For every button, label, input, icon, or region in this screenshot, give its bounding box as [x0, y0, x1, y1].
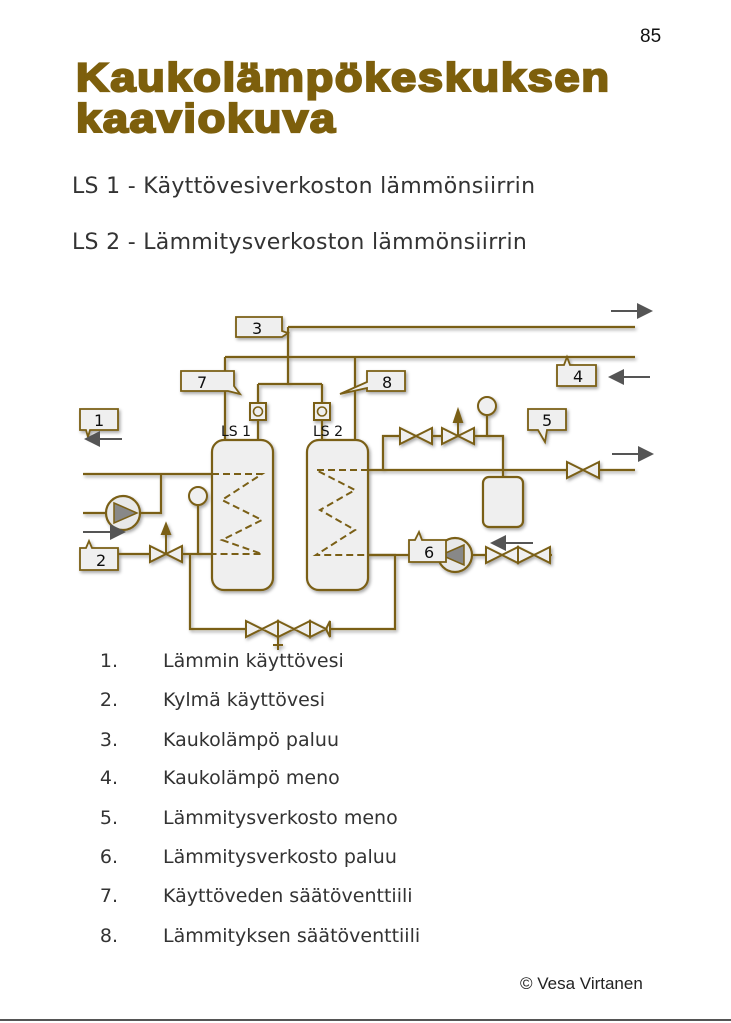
legend-label: Kaukolämpö paluu: [163, 729, 339, 751]
pressure-gauge-icon: [188, 486, 208, 506]
expansion-tank: [481, 475, 525, 529]
pump-icon: [104, 494, 142, 532]
tank-label-ls1: LS 1: [221, 424, 251, 440]
callout-6: 6: [408, 529, 447, 563]
page-title-line-1: Kaukolämpökeskuksen: [75, 55, 611, 101]
svg-text:3: 3: [252, 319, 262, 338]
legend-label: Lämmityksen säätöventtiili: [163, 925, 421, 947]
coils: [212, 469, 368, 556]
legend-label: Lämmitysverkosto meno: [163, 807, 398, 829]
legend-label: Kylmä käyttövesi: [163, 689, 325, 711]
svg-text:7: 7: [197, 373, 207, 392]
callout-3: 3: [235, 316, 291, 338]
callout-1: 1: [79, 408, 119, 441]
tank-label-ls2: LS 2: [313, 424, 343, 440]
control-valve-7: [249, 402, 267, 421]
legend-number: 5.: [99, 807, 118, 829]
pipes: [83, 325, 635, 631]
legend-label: Kaukolämpö meno: [163, 767, 340, 789]
heat-exchanger-ls2: [305, 438, 370, 592]
legend-number: 1.: [99, 650, 118, 672]
legend-number: 2.: [99, 689, 118, 711]
callout-7: 7: [180, 370, 243, 396]
subtitle-ls1: LS 1 - Käyttövesiverkoston lämmönsiirrin: [72, 174, 536, 199]
legend-number: 4.: [99, 767, 118, 789]
control-valve-8: [313, 402, 331, 421]
callout-4: 4: [556, 354, 597, 387]
copyright: © Vesa Virtanen: [520, 974, 643, 993]
valves: [149, 406, 600, 650]
svg-text:8: 8: [382, 373, 392, 392]
svg-text:4: 4: [573, 367, 583, 386]
callout-8: 8: [339, 370, 406, 395]
callout-2: 2: [79, 538, 119, 571]
page-number: 85: [640, 26, 662, 47]
svg-text:5: 5: [542, 411, 552, 430]
legend-label: Käyttöveden säätöventtiili: [163, 885, 413, 907]
heat-exchanger-ls1: [210, 438, 275, 592]
subtitle-ls2: LS 2 - Lämmitysverkoston lämmönsiirrin: [72, 230, 528, 255]
legend-number: 7.: [99, 885, 118, 907]
legend-number: 3.: [99, 729, 118, 751]
svg-text:2: 2: [96, 551, 106, 570]
svg-text:1: 1: [94, 411, 104, 430]
svg-text:6: 6: [424, 543, 434, 562]
page-bottom-divider: [0, 1019, 731, 1021]
callout-5: 5: [527, 408, 567, 445]
pressure-gauge-icon: [477, 396, 497, 416]
legend-number: 8.: [99, 925, 118, 947]
legend-label: Lämmitysverkosto paluu: [163, 846, 397, 868]
page-title-line-2: kaaviokuva: [75, 96, 337, 142]
legend-number: 6.: [99, 846, 118, 868]
legend-label: Lämmin käyttövesi: [163, 650, 344, 672]
